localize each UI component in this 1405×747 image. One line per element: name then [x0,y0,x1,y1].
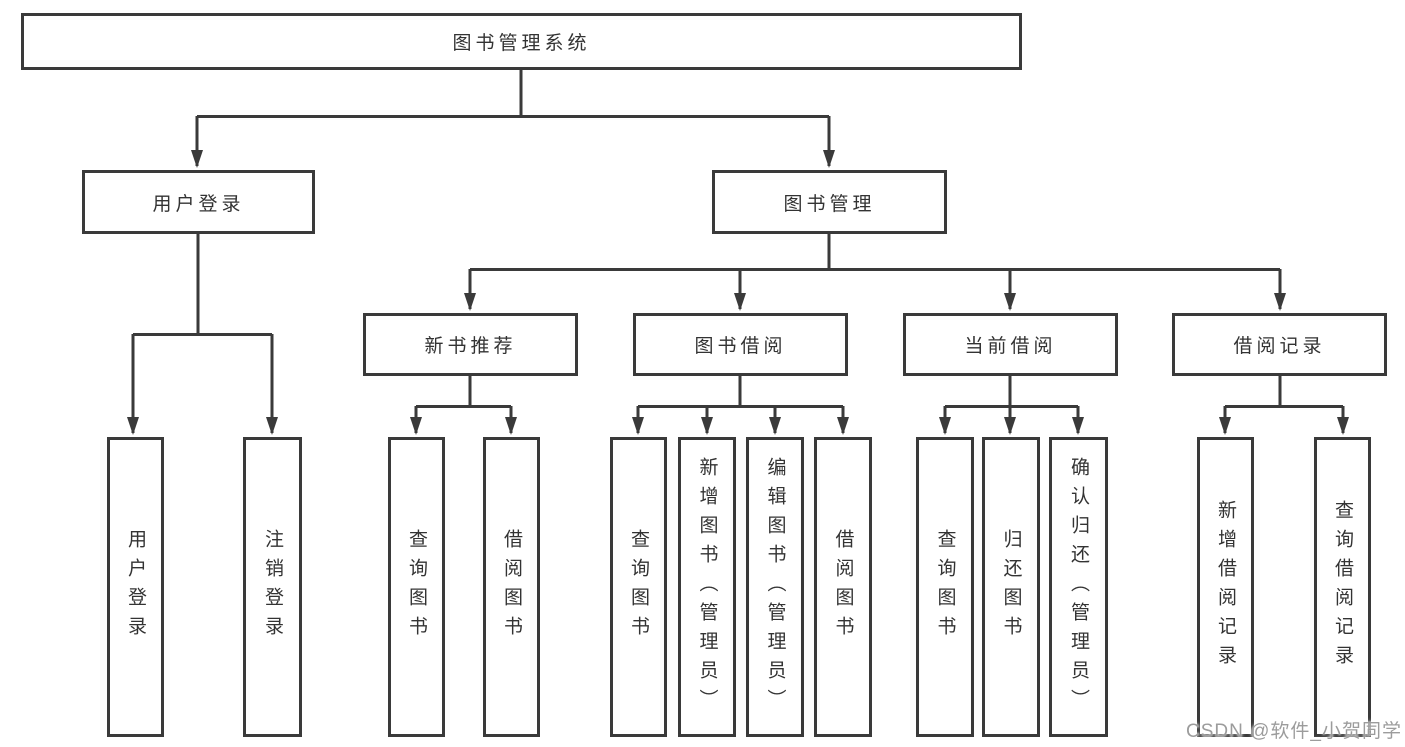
node-user-login: 用户登录 [82,170,315,234]
node-user-login-label: 用户登录 [152,193,245,215]
node-add-borrow-record: 新增借阅记录 [1197,437,1254,737]
node-add-books-admin: 新增图书（管理员） [678,437,736,737]
node-current-borrowing-label: 当前借阅 [964,336,1057,357]
node-new-book-recommendation-label: 新书推荐 [424,336,517,357]
node-borrowing-records-label: 借阅记录 [1233,336,1326,357]
node-logout-action-label: 注销登录 [262,529,283,645]
node-borrowing-records: 借阅记录 [1172,313,1387,376]
node-return-books: 归还图书 [982,437,1040,737]
node-root-label: 图书管理系统 [452,33,591,54]
node-new-book-recommendation: 新书推荐 [363,313,578,376]
node-user-login-action: 用户登录 [107,437,164,737]
node-query-books-current-label: 查询图书 [934,529,956,645]
node-borrow-books-recommend: 借阅图书 [483,437,540,737]
node-logout-action: 注销登录 [243,437,302,737]
node-query-borrow-record-label: 查询借阅记录 [1332,500,1353,674]
node-query-books-borrow-label: 查询图书 [628,529,649,645]
node-query-books-recommend-label: 查询图书 [406,529,427,645]
node-book-borrowing: 图书借阅 [633,313,848,376]
csdn-watermark: CSDN @软件_小贺同学 [1186,721,1402,742]
node-edit-books-admin: 编辑图书（管理员） [746,437,804,737]
node-current-borrowing: 当前借阅 [903,313,1118,376]
node-confirm-return-admin-label: 确认归还（管理员） [1068,456,1089,718]
node-edit-books-admin-label: 编辑图书（管理员） [764,456,786,718]
node-root: 图书管理系统 [21,13,1022,70]
node-add-borrow-record-label: 新增借阅记录 [1215,500,1236,674]
node-borrow-books-label: 借阅图书 [832,529,854,645]
node-return-books-label: 归还图书 [1000,529,1022,645]
node-user-login-action-label: 用户登录 [125,529,146,645]
node-query-books-borrow: 查询图书 [610,437,667,737]
node-confirm-return-admin: 确认归还（管理员） [1049,437,1108,737]
node-borrow-books-recommend-label: 借阅图书 [501,529,522,645]
node-query-borrow-record: 查询借阅记录 [1314,437,1371,737]
node-query-books-recommend: 查询图书 [388,437,445,737]
node-add-books-admin-label: 新增图书（管理员） [696,456,718,718]
node-book-management-label: 图书管理 [783,193,876,215]
node-query-books-current: 查询图书 [916,437,974,737]
node-book-management: 图书管理 [712,170,947,234]
node-borrow-books: 借阅图书 [814,437,872,737]
node-book-borrowing-label: 图书借阅 [694,336,787,357]
